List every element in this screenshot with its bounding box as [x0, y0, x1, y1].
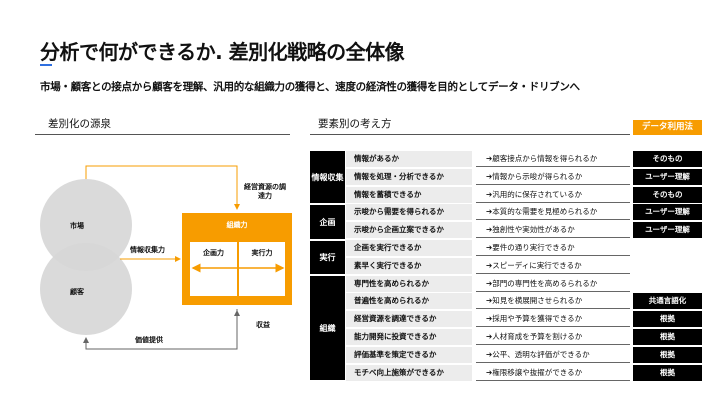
market-label: 市場	[70, 222, 84, 230]
row-tag: ユーザー理解	[633, 222, 702, 239]
row-answer: ➔独創性や実効性があるか	[476, 222, 630, 239]
row-question: 情報を処理・分析できるか	[346, 168, 472, 185]
row-question: 情報を蓄積できるか	[346, 186, 472, 203]
row-tag: そのもの	[633, 151, 702, 167]
row-question: 素早く実行できるか	[346, 257, 472, 274]
row-tag: 根拠	[633, 311, 702, 328]
resource-label: 経営資源の調達力	[244, 183, 286, 200]
row-tag: 根拠	[633, 346, 702, 363]
row-answer: ➔公平、透明な評価ができるか	[476, 347, 630, 363]
row-answer: ➔情報から示唆が得られるか	[476, 169, 630, 185]
row-answer: ➔採用や予算を獲得できるか	[476, 311, 630, 328]
row-tag: ユーザー理解	[633, 204, 702, 221]
row-question: 示唆から企画立案できるか	[346, 222, 472, 239]
divider	[35, 134, 290, 135]
category-execution: 実行	[310, 241, 345, 274]
category-organization: 組織	[310, 276, 345, 380]
row-question: 示唆から需要を得られるか	[346, 204, 472, 221]
left-section-heading: 差別化の源泉	[48, 118, 111, 130]
info-collection-label: 情報収集力	[130, 246, 165, 254]
row-question: モチベ向上施策ができるか	[346, 364, 472, 381]
page-subtitle: 市場・顧客との接点から顧客を理解、汎用的な組織力の獲得と、速度の経済性の獲得を目…	[40, 81, 580, 93]
differentiation-diagram	[40, 165, 292, 350]
customer-circle	[40, 243, 132, 335]
row-answer: ➔人材育成を予算を割けるか	[476, 329, 630, 345]
row-tag: ユーザー理解	[633, 168, 702, 185]
value-label: 価値提供	[135, 336, 163, 344]
row-answer: ➔部門の専門性を高めるられるか	[476, 276, 630, 292]
divider	[310, 134, 630, 135]
row-tag: 根拠	[633, 364, 702, 381]
row-question: 評価基準を策定できるか	[346, 346, 472, 363]
row-answer: ➔知見を横展開させられるか	[476, 293, 630, 310]
row-answer: ➔権限移譲や抜擢ができるか	[476, 365, 630, 381]
page-title: 分析で何ができるか. 差別化戦略の全体像	[40, 40, 405, 64]
row-question: 情報があるか	[346, 151, 472, 167]
row-tag: そのもの	[633, 186, 702, 203]
category-info: 情報収集	[310, 151, 345, 203]
row-question: 能力開発に投資できるか	[346, 329, 472, 345]
row-question: 専門性を高められるか	[346, 275, 472, 292]
title-accent-bar	[40, 64, 52, 66]
row-answer: ➔スピーディに実行できるか	[476, 258, 630, 274]
row-question: 普遍性を高められるか	[346, 293, 472, 310]
row-question: 経営資源を調達できるか	[346, 311, 472, 328]
category-planning: 企画	[310, 205, 345, 239]
row-tag: 根拠	[633, 329, 702, 345]
data-usage-badge: データ利用法	[633, 120, 702, 135]
org-power-label: 組織力	[226, 221, 248, 229]
execution-label: 実行力	[251, 249, 273, 257]
row-tag: 共通言語化	[633, 293, 702, 310]
row-answer: ➔本質的な需要を見極められるか	[476, 204, 630, 221]
market-circle	[40, 179, 132, 271]
customer-label: 顧客	[70, 288, 84, 296]
row-answer: ➔汎用的に保存されているか	[476, 187, 630, 203]
row-answer: ➔顧客接点から情報を得られるか	[476, 151, 630, 167]
planning-label: 企画力	[203, 249, 224, 257]
revenue-label: 収益	[256, 321, 270, 329]
row-question: 企画を実行できるか	[346, 240, 472, 256]
right-section-heading: 要素別の考え方	[318, 118, 392, 130]
row-answer: ➔要件の通り実行できるか	[476, 240, 630, 256]
resource-arrow	[85, 165, 240, 210]
